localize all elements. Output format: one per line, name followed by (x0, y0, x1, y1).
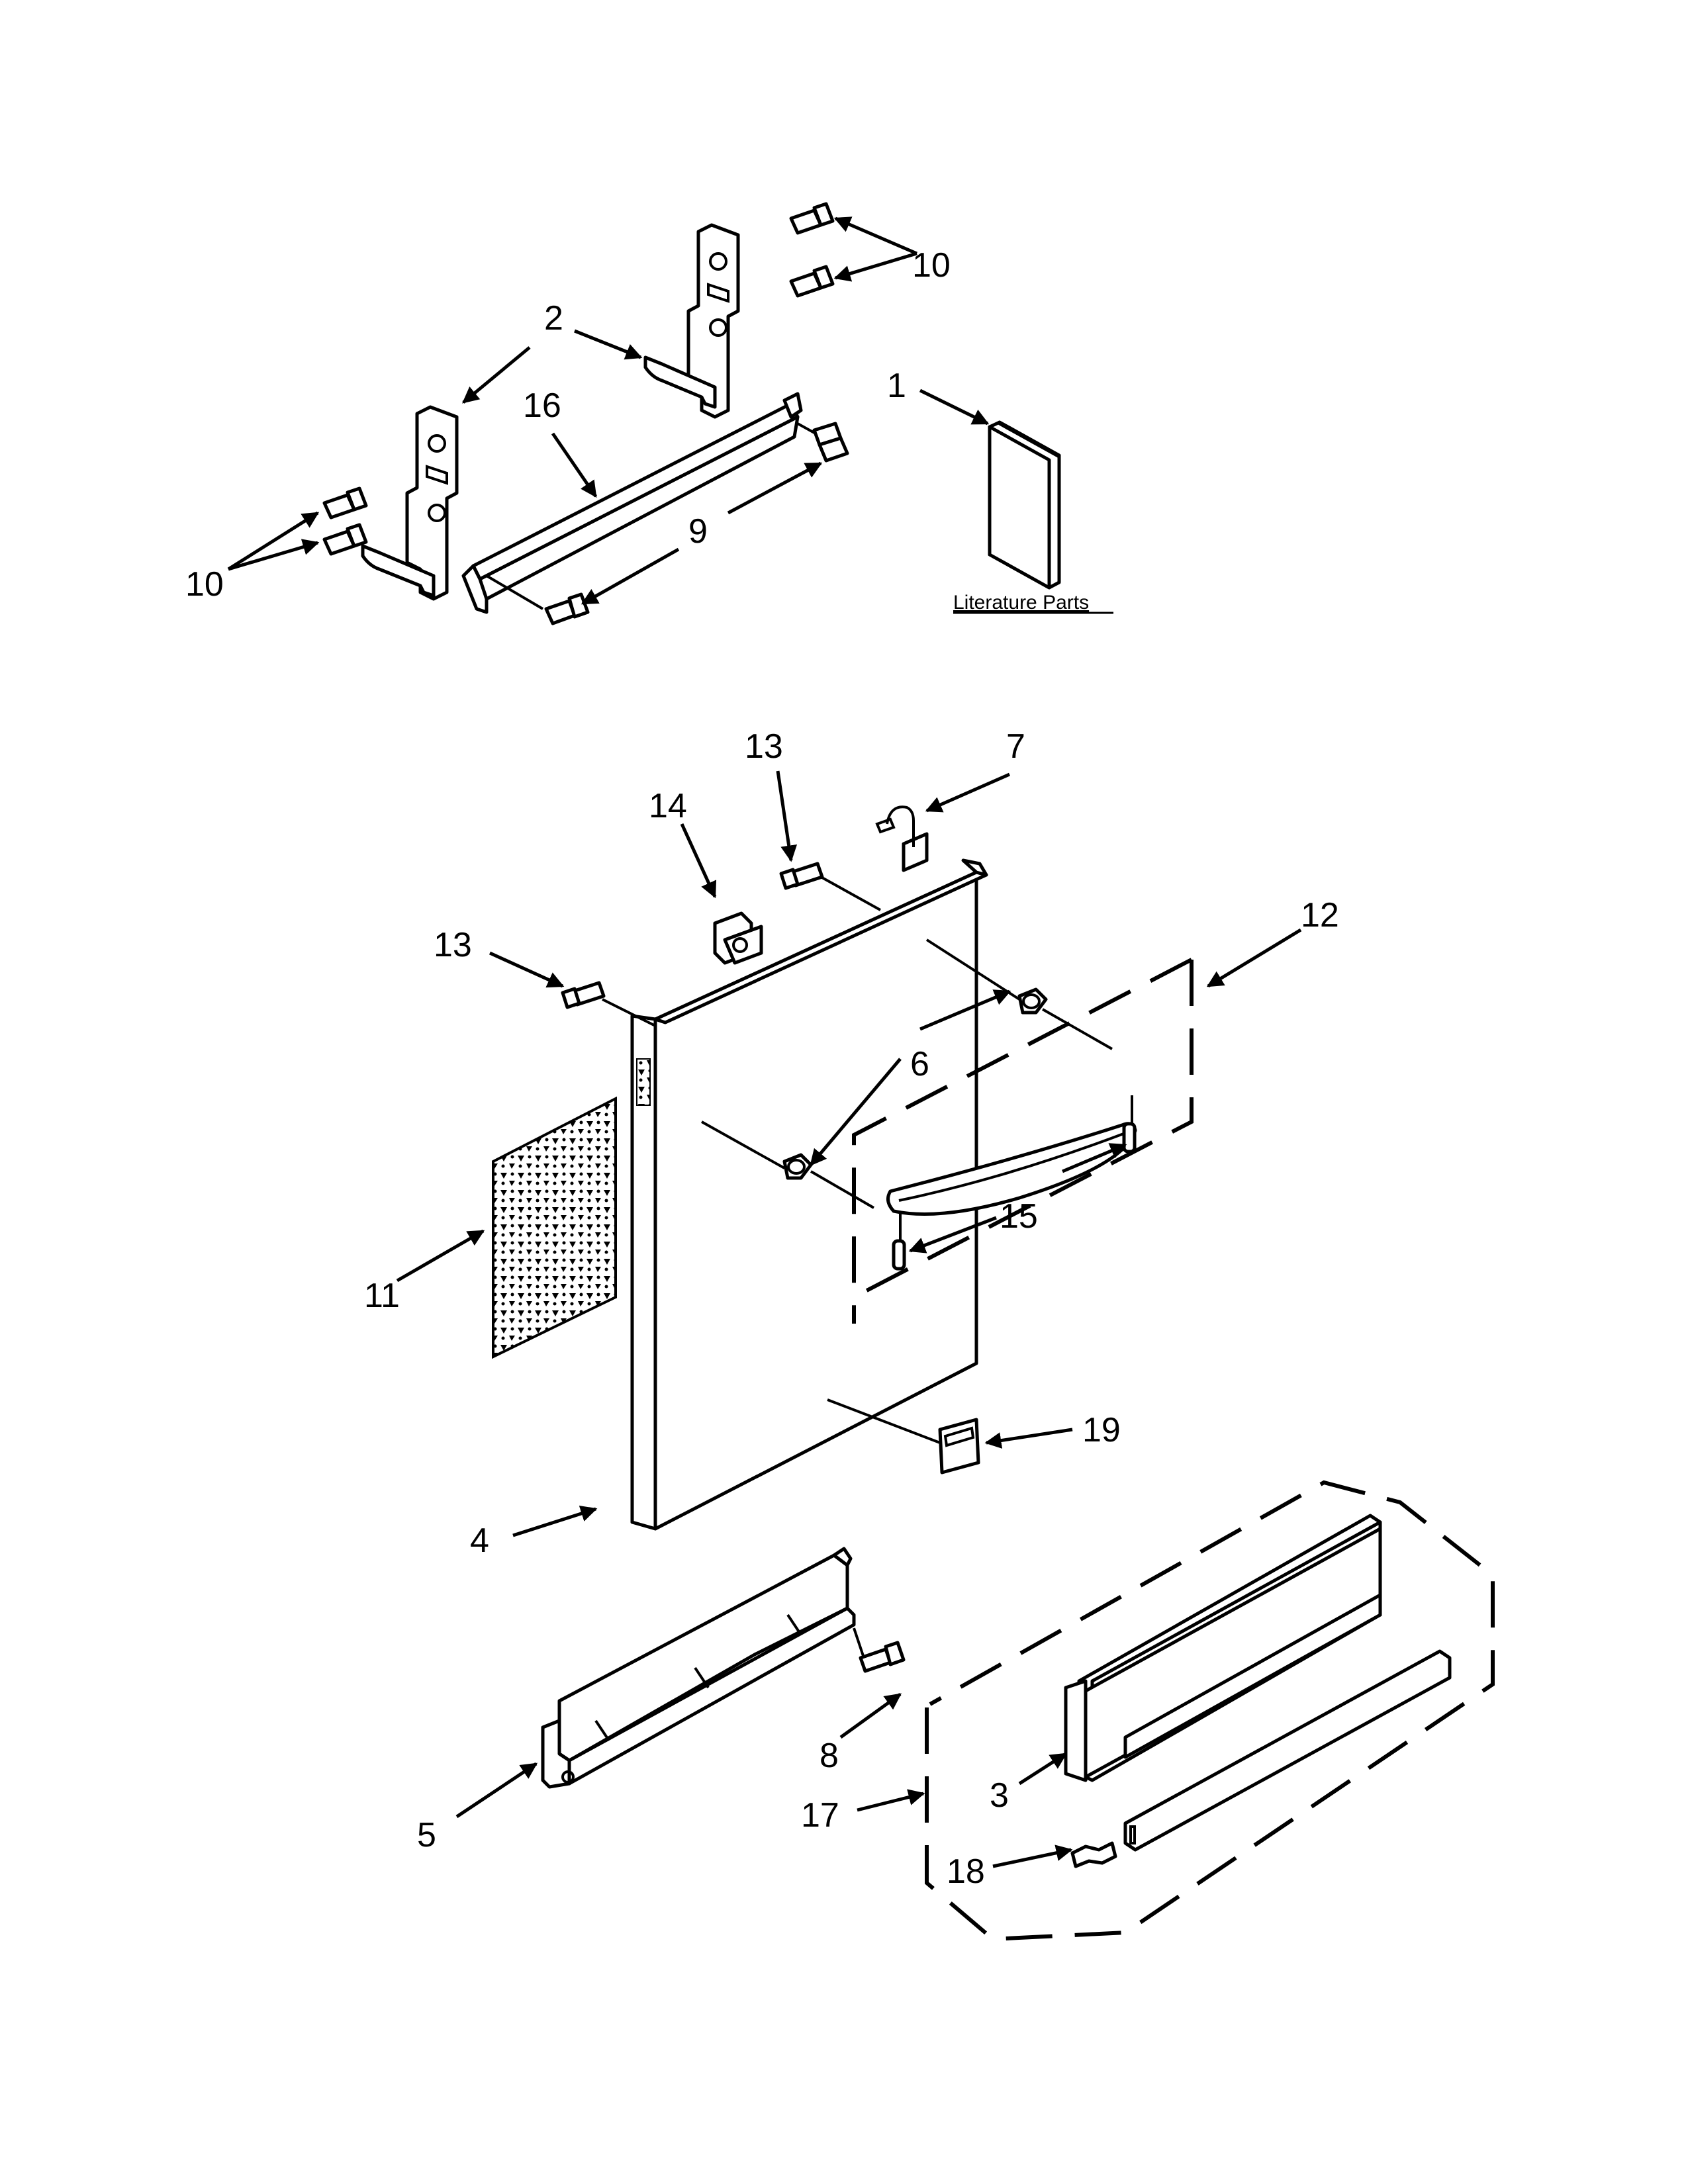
handle-clip (875, 805, 929, 872)
literature-booklet (988, 420, 1061, 590)
handle-mount-right (1017, 987, 1048, 1015)
handle-assembly-outline (852, 958, 1194, 1324)
handle-screw-right (1122, 1122, 1137, 1154)
door-panel (630, 858, 988, 1531)
mounting-strip (461, 392, 803, 614)
screw-13-left (561, 981, 606, 1009)
toe-panel-bracket (541, 1547, 856, 1789)
callout-6: 6 (910, 1045, 929, 1083)
callout-4: 4 (470, 1522, 489, 1560)
callout-15: 15 (1000, 1197, 1038, 1236)
callout-3: 3 (990, 1776, 1009, 1815)
screw-9-right (812, 422, 849, 463)
screw-13-top (779, 862, 824, 890)
callout-13-left: 13 (434, 926, 472, 964)
callout-10-top: 10 (912, 246, 951, 285)
toe-strip (1123, 1649, 1452, 1852)
toe-panel-kit-outline (925, 1480, 1495, 1942)
screw-10-left-a (322, 486, 368, 520)
screw-10-top-b (789, 265, 835, 298)
door-latch (713, 911, 763, 965)
mounting-bracket-right (643, 223, 740, 419)
mounting-bracket-left (361, 405, 459, 601)
callout-8: 8 (820, 1737, 839, 1775)
toe-clip (1070, 1841, 1117, 1868)
callout-14: 14 (649, 787, 687, 825)
callout-19: 19 (1082, 1411, 1121, 1449)
callout-5: 5 (417, 1816, 436, 1854)
screw-10-left-b (322, 523, 368, 556)
callout-10-left: 10 (185, 565, 224, 604)
door-insulation-mesh (492, 1096, 617, 1359)
screw-8 (859, 1641, 906, 1673)
callout-1: 1 (887, 367, 906, 405)
callout-13-top: 13 (745, 727, 783, 766)
callout-18: 18 (947, 1852, 985, 1891)
callout-7: 7 (1006, 727, 1025, 766)
callout-12: 12 (1301, 896, 1339, 934)
screw-9-left (544, 592, 590, 625)
callout-9: 9 (688, 512, 708, 551)
handle-mount-left (782, 1153, 813, 1180)
handle-screw-left (892, 1239, 906, 1271)
callout-17: 17 (801, 1796, 839, 1835)
literature-parts-label: Literature Parts (953, 592, 1089, 614)
door-badge (938, 1418, 980, 1475)
screw-10-top-a (789, 202, 835, 235)
callout-11: 11 (364, 1277, 400, 1315)
callout-16: 16 (523, 387, 561, 425)
toe-panel (1064, 1514, 1382, 1782)
callout-2: 2 (544, 299, 563, 338)
